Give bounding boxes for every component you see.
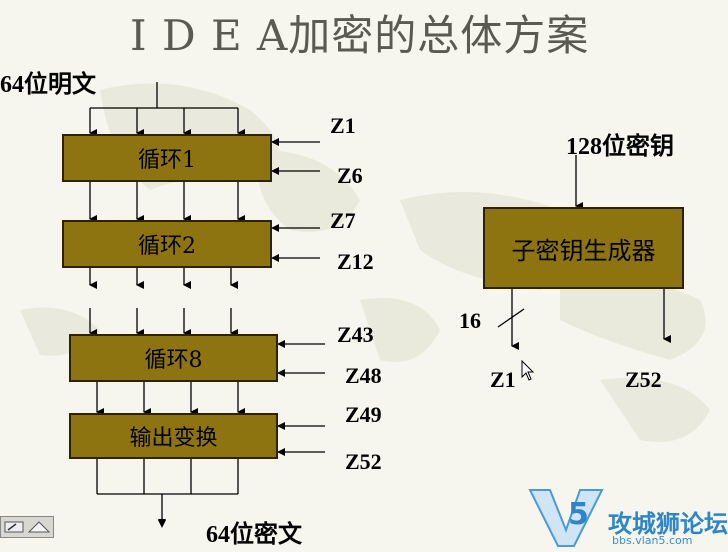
pen-icon — [4, 521, 24, 533]
round-2-box: 循环2 — [62, 220, 272, 268]
slideshow-menu-button[interactable] — [0, 516, 54, 538]
v5-logo-icon: 5 — [528, 489, 604, 547]
subkey-z6-label: Z6 — [337, 163, 363, 188]
svg-text:5: 5 — [568, 497, 589, 532]
slide-title: I D E A加密的总体方案 — [130, 11, 590, 60]
watermark-url: bbs.vlan5.com — [612, 534, 693, 547]
generator-out-z1-label: Z1 — [490, 367, 516, 392]
key-label: 128位密钥 — [566, 134, 674, 160]
subkey-z1-label: Z1 — [330, 113, 356, 138]
subkey-z49-label: Z49 — [345, 402, 382, 427]
mouse-cursor-icon — [521, 360, 535, 381]
bus-width-slash — [497, 308, 525, 328]
subkey-generator-box: 子密钥生成器 — [483, 207, 684, 289]
watermark-brand: 攻城狮论坛 — [608, 510, 728, 538]
ciphertext-label: 64位密文 — [206, 522, 302, 548]
subkey-z52-label: Z52 — [345, 449, 382, 474]
subkey-z48-label: Z48 — [345, 363, 382, 388]
round-8-box: 循环8 — [69, 334, 278, 382]
plaintext-label: 64位明文 — [0, 72, 96, 98]
subkey-z43-label: Z43 — [337, 322, 374, 347]
output-transform-box: 输出变换 — [69, 413, 278, 459]
generator-out-z52-label: Z52 — [625, 367, 662, 392]
subkey-z12-label: Z12 — [337, 249, 374, 274]
triangle-up-icon — [27, 521, 51, 533]
bus-width-label: 16 — [459, 308, 481, 333]
subkey-z7-label: Z7 — [330, 208, 356, 233]
round-1-box: 循环1 — [62, 134, 272, 182]
